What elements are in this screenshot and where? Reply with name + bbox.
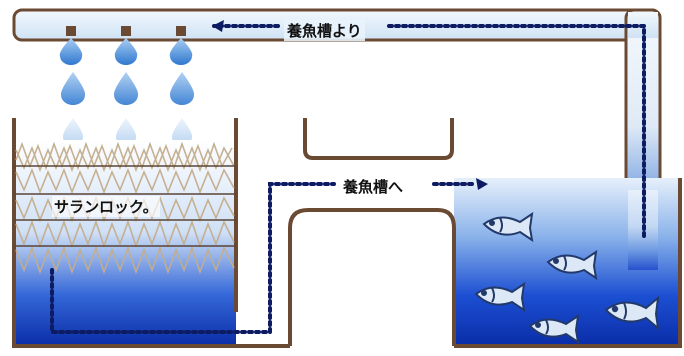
center-divider [303,118,454,160]
flow-arrows [212,20,488,190]
media-layer-lines [14,165,236,247]
spray-nozzles [66,26,186,36]
fish-icon [474,211,660,345]
filter-tank [12,118,290,348]
label-to-fish-tank: 養魚槽へ [340,176,407,197]
flow-path [50,24,646,334]
water-droplet-icon [59,38,195,146]
label-filter-media: サランロック。 [52,196,160,217]
label-from-fish-tank: 養魚槽より [284,20,365,41]
